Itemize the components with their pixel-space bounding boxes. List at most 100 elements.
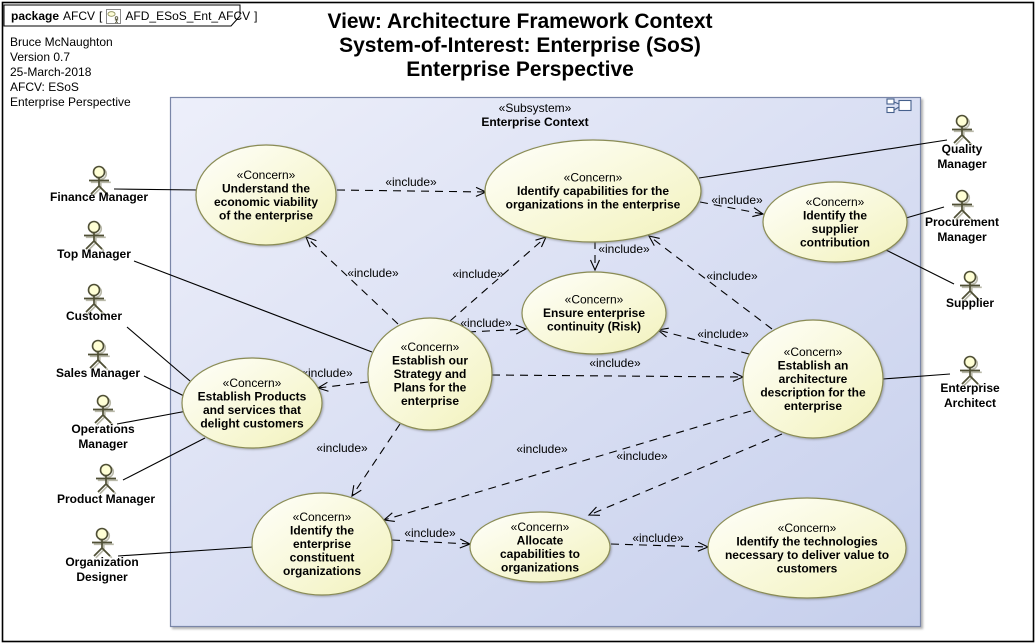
actor-customer[interactable]: Customer bbox=[66, 283, 122, 324]
include-line[interactable] bbox=[610, 541, 710, 552]
include-identify-capabilities-to-continuity[interactable]: «include» bbox=[589, 241, 650, 272]
include-strategy-to-products[interactable]: «include» bbox=[301, 366, 369, 392]
info-version: Version 0.7 bbox=[10, 50, 71, 64]
actor-sales-manager[interactable]: Sales Manager bbox=[56, 339, 140, 381]
include-architecture-to-constituent-organizations[interactable]: «include» bbox=[382, 410, 752, 523]
assoc-enterprise-architect-architecture[interactable] bbox=[882, 373, 951, 380]
usecase-ellipse[interactable] bbox=[521, 271, 667, 355]
usecase-ellipse[interactable] bbox=[251, 492, 393, 596]
actor-figure-icon bbox=[88, 339, 108, 369]
title-line-view: View: Architecture Framework Context bbox=[327, 10, 713, 33]
include-line[interactable] bbox=[467, 324, 528, 335]
include-architecture-to-continuity[interactable]: «include» bbox=[656, 327, 750, 355]
include-line[interactable] bbox=[336, 186, 488, 197]
usecase-ellipse[interactable] bbox=[367, 317, 493, 431]
package-tab[interactable]: package AFCV [ AFD_ESoS_Ent_AFCV ] bbox=[11, 8, 257, 25]
include-label: «include» bbox=[516, 442, 568, 456]
actor-figure-icon bbox=[84, 283, 104, 313]
title-line-perspective: Enterprise Perspective bbox=[406, 58, 634, 81]
include-line[interactable] bbox=[382, 410, 752, 523]
include-strategy-to-constituent-organizations[interactable]: «include» bbox=[316, 423, 401, 498]
actor-label: Organization bbox=[65, 555, 138, 569]
actor-label: Manager bbox=[937, 230, 987, 244]
include-architecture-to-identify-capabilities[interactable]: «include» bbox=[647, 235, 773, 330]
subsystem-icon bbox=[886, 98, 912, 114]
bracket-close: ] bbox=[254, 9, 258, 23]
actor-finance-manager[interactable]: Finance Manager bbox=[50, 165, 148, 205]
assoc-customer-products[interactable] bbox=[126, 326, 191, 382]
actor-label: Procurement bbox=[925, 215, 999, 229]
actor-label: Product Manager bbox=[57, 492, 155, 506]
info-author: Bruce McNaughton bbox=[10, 35, 113, 49]
assoc-supplier-supplier-contribution[interactable] bbox=[885, 249, 955, 285]
include-allocate-capabilities-to-technologies[interactable]: «include» bbox=[610, 531, 710, 552]
include-strategy-to-understand[interactable]: «include» bbox=[305, 236, 399, 325]
include-line[interactable] bbox=[305, 236, 399, 325]
actor-figure-icon bbox=[960, 355, 980, 385]
include-strategy-to-continuity[interactable]: «include» bbox=[460, 316, 528, 335]
package-tab-shape[interactable] bbox=[3, 4, 241, 27]
assoc-operations-manager-products[interactable] bbox=[116, 410, 188, 425]
include-label: «include» bbox=[347, 266, 399, 280]
include-constituent-to-allocate-capabilities[interactable]: «include» bbox=[391, 526, 472, 549]
actor-figure-icon bbox=[96, 463, 116, 493]
actor-figure-icon bbox=[89, 165, 109, 195]
include-strategy-to-architecture[interactable]: «include» bbox=[491, 356, 745, 382]
info-date: 25-March-2018 bbox=[10, 65, 92, 79]
include-strategy-to-identify-capabilities[interactable]: «include» bbox=[449, 236, 548, 322]
bracket-open: [ bbox=[99, 9, 103, 23]
usecase-ellipse[interactable] bbox=[195, 144, 337, 246]
include-label: «include» bbox=[301, 366, 353, 380]
include-line[interactable] bbox=[656, 327, 750, 355]
include-line[interactable] bbox=[647, 235, 773, 330]
usecase-ellipse[interactable] bbox=[742, 319, 884, 439]
usecase-ellipse[interactable] bbox=[762, 181, 908, 263]
usecase-ellipse[interactable] bbox=[484, 139, 702, 243]
assoc-organization-designer-constituent[interactable] bbox=[117, 546, 254, 557]
use-case-diagram-icon bbox=[106, 9, 122, 24]
info-perspective: Enterprise Perspective bbox=[10, 95, 131, 109]
assoc-finance-manager-understand[interactable] bbox=[113, 188, 199, 191]
include-understand-to-identify-capabilities[interactable]: «include» bbox=[336, 175, 488, 197]
include-line[interactable] bbox=[699, 201, 765, 218]
include-architecture-to-allocate-capabilities[interactable]: «include» bbox=[587, 433, 783, 516]
include-line[interactable] bbox=[587, 433, 783, 516]
assoc-sales-manager-products[interactable] bbox=[143, 375, 185, 397]
usecase-ellipse[interactable] bbox=[707, 497, 907, 599]
actor-product-manager[interactable]: Product Manager bbox=[57, 463, 155, 507]
actor-label: Manager bbox=[78, 437, 128, 451]
include-line[interactable] bbox=[449, 236, 548, 322]
assoc-procurement-manager-supplier-contribution[interactable] bbox=[905, 206, 945, 219]
subsystem-name: Enterprise Context bbox=[481, 115, 588, 129]
assoc-quality-manager-capabilities[interactable] bbox=[698, 139, 948, 179]
include-line[interactable] bbox=[351, 423, 401, 498]
include-identify-capabilities-to-supplier-contribution[interactable]: «include» bbox=[699, 193, 765, 218]
actor-label: Top Manager bbox=[57, 247, 131, 261]
assoc-top-manager-strategy[interactable] bbox=[133, 260, 373, 353]
package-keyword: package bbox=[11, 9, 60, 23]
actor-supplier[interactable]: Supplier bbox=[946, 270, 994, 311]
usecase-ellipse[interactable] bbox=[469, 511, 611, 583]
assoc-product-manager-products[interactable] bbox=[122, 437, 206, 481]
actor-top-manager[interactable]: Top Manager bbox=[57, 220, 131, 262]
actor-label: Finance Manager bbox=[50, 190, 148, 204]
actor-label: Supplier bbox=[946, 296, 994, 310]
usecase-ellipse[interactable] bbox=[181, 357, 323, 449]
